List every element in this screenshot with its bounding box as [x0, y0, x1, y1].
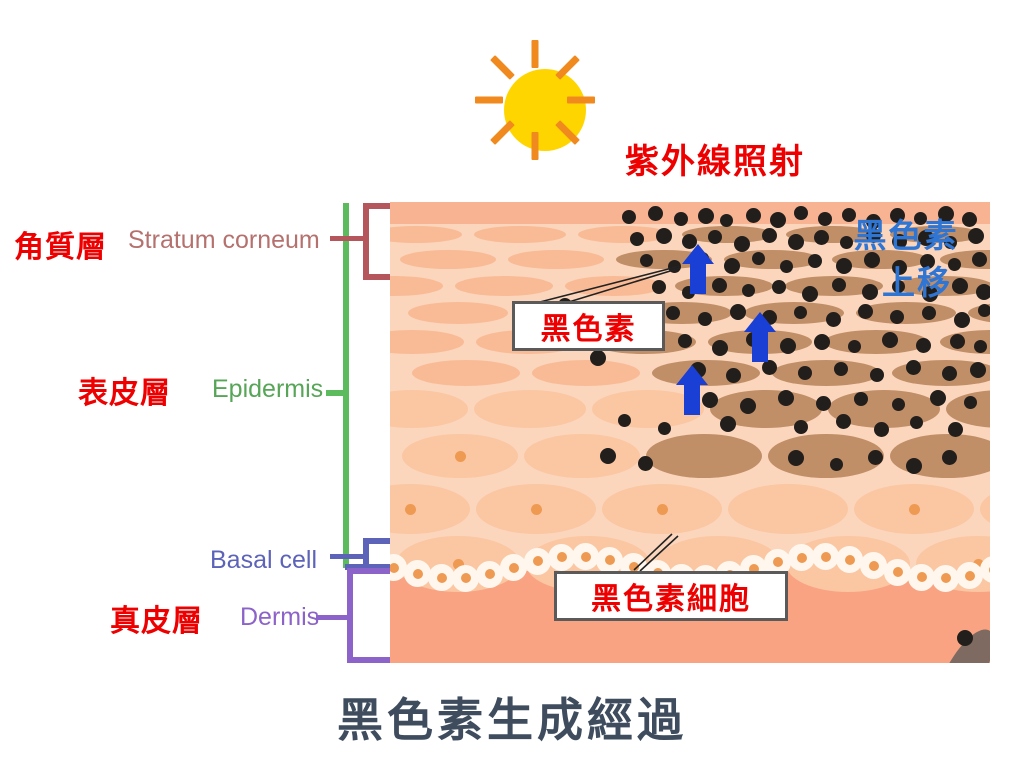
- dermis-label-en: Dermis: [240, 603, 319, 632]
- melanin-rising-note: 黑色素 上移: [836, 212, 976, 306]
- basal-cell-label-en: Basal cell: [210, 546, 317, 575]
- epidermis-bracket: [343, 203, 349, 568]
- melanocyte-callout: 黑色素細胞: [554, 571, 788, 621]
- sun-ray: [532, 132, 539, 160]
- dermis-bracket-bottom: [347, 657, 391, 663]
- page-title: 黑色素生成經過: [0, 684, 1024, 750]
- epidermis-bracket-tick: [326, 390, 348, 396]
- stratum-corneum-bracket-bottom: [363, 274, 391, 280]
- sun-ray: [532, 40, 539, 68]
- melanin-upward-arrow: [682, 244, 714, 294]
- sun-ray: [567, 97, 595, 104]
- melanin-rising-line2: 上移: [836, 259, 976, 306]
- stratum-corneum-label-cn: 角質層: [14, 222, 107, 266]
- epidermis-label-cn: 表皮層: [78, 368, 171, 412]
- sun-icon: [460, 25, 610, 175]
- dermis-label-cn: 真皮層: [110, 596, 203, 640]
- melanin-upward-arrow: [676, 365, 708, 415]
- basal-cell-bracket-top: [363, 538, 391, 544]
- dermis-bracket-top: [347, 568, 391, 574]
- epidermis-label-en: Epidermis: [212, 375, 323, 404]
- stratum-corneum-bracket-top: [363, 203, 391, 209]
- melanin-upward-arrow: [744, 312, 776, 362]
- stratum-corneum-bracket: [363, 203, 369, 280]
- uv-exposure-label: 紫外線照射: [625, 134, 805, 183]
- basal-cell-bracket-tick: [330, 554, 368, 559]
- sun-ray: [490, 55, 515, 80]
- melanin-callout: 黑色素: [512, 301, 665, 351]
- melanocyte-leader-line: [634, 534, 678, 571]
- stratum-corneum-label-en: Stratum corneum: [128, 226, 320, 255]
- stratum-corneum-bracket-tick: [330, 236, 368, 241]
- sun-ray: [475, 97, 503, 104]
- melanin-rising-line1: 黑色素: [854, 217, 959, 254]
- dermis-bracket-tick: [316, 615, 350, 620]
